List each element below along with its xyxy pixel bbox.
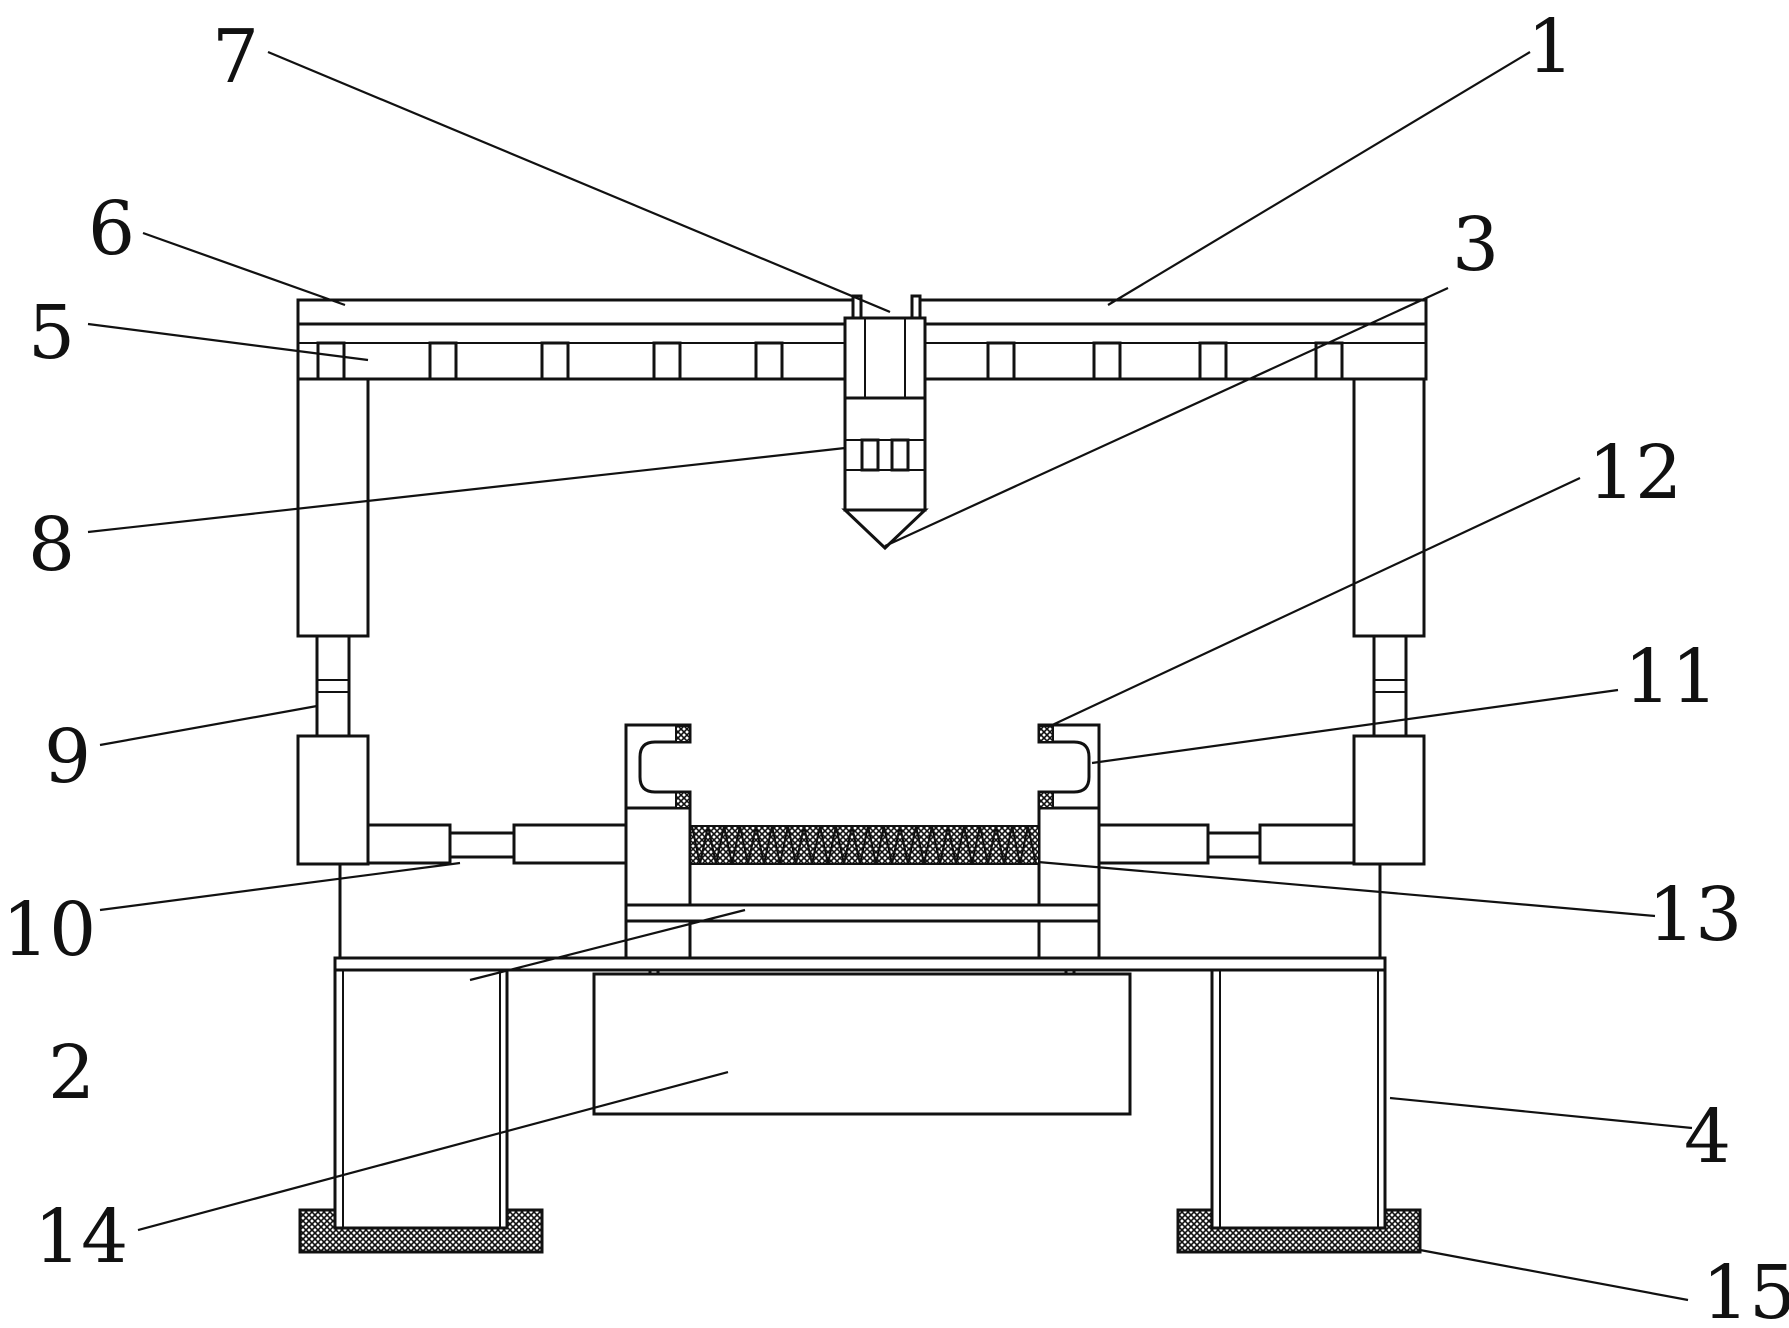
left-leg xyxy=(333,968,509,1230)
label-2: 2 xyxy=(48,1030,95,1116)
foot-pads xyxy=(298,1208,1422,1254)
label-3: 3 xyxy=(1452,202,1499,288)
label-7: 7 xyxy=(212,14,259,100)
label-8: 8 xyxy=(28,502,75,588)
label-11: 11 xyxy=(1624,634,1718,720)
label-10: 10 xyxy=(2,887,96,973)
central-tool-assembly xyxy=(841,316,929,551)
right-push-cylinder xyxy=(1094,823,1356,865)
label-15: 15 xyxy=(1702,1250,1789,1328)
base-frame xyxy=(333,864,1387,972)
label-12: 12 xyxy=(1588,430,1682,516)
label-5: 5 xyxy=(28,290,75,376)
label-14: 14 xyxy=(34,1194,128,1280)
rail-blocks xyxy=(316,341,1344,381)
reference-numerals: 1 2 3 4 5 6 7 8 9 10 11 12 13 14 15 xyxy=(2,4,1789,1328)
leader-lines xyxy=(87,50,1693,1302)
right-leg xyxy=(1210,968,1387,1230)
spring xyxy=(689,825,1040,865)
left-column xyxy=(296,377,370,866)
bottom-block xyxy=(592,968,1132,1116)
guide-bar xyxy=(624,903,1101,923)
right-clamp-jaw xyxy=(1037,723,1101,960)
left-clamp-jaw xyxy=(624,723,692,960)
left-push-cylinder xyxy=(366,823,628,865)
label-9: 9 xyxy=(44,714,91,800)
right-column xyxy=(1352,377,1426,866)
label-13: 13 xyxy=(1648,872,1742,958)
label-4: 4 xyxy=(1684,1094,1731,1180)
label-1: 1 xyxy=(1527,4,1574,90)
label-6: 6 xyxy=(88,186,135,272)
